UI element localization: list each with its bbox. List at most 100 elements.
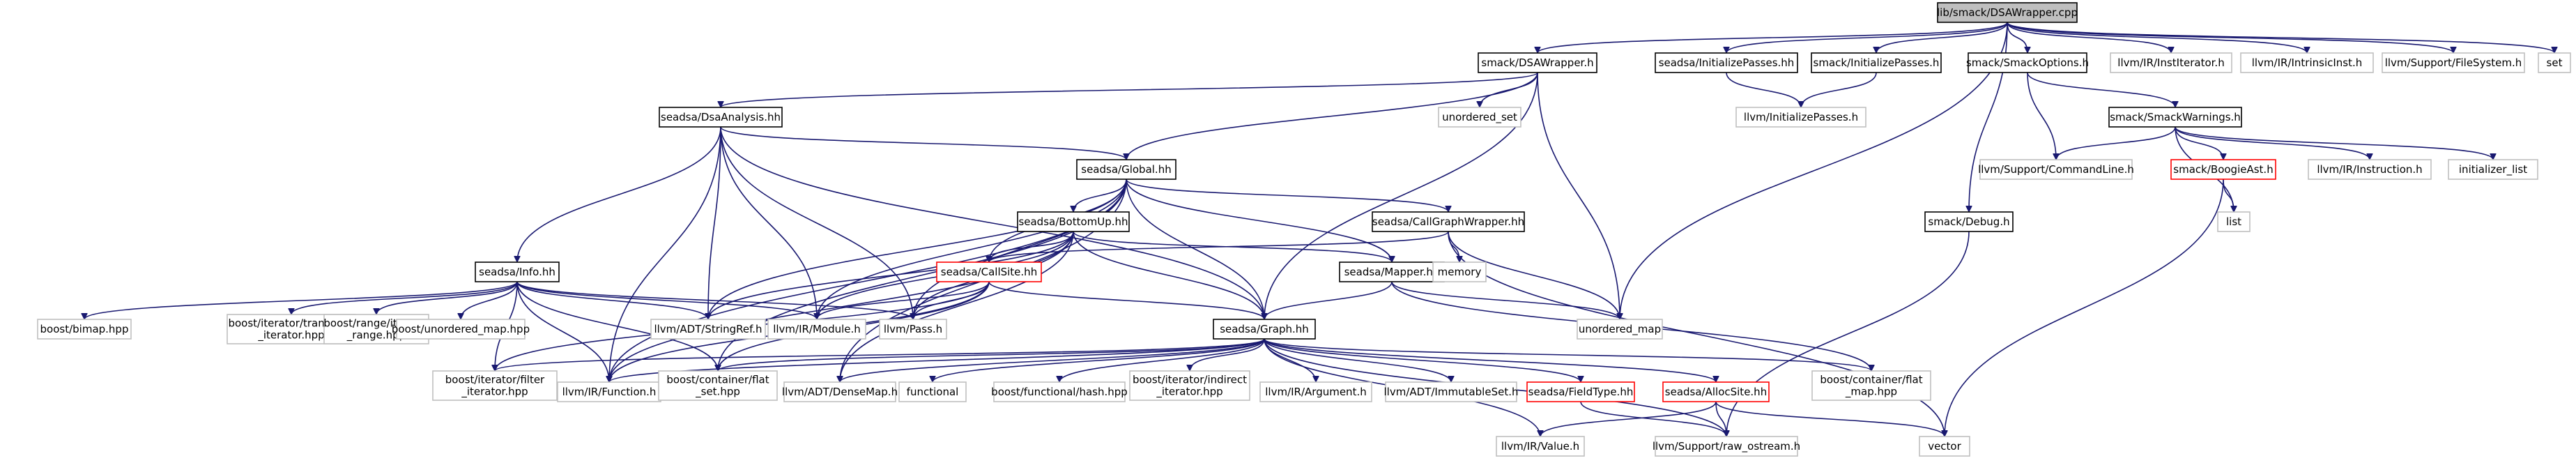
node-unordered_set[interactable]: unordered_set [1438, 107, 1521, 128]
node-box-bottomup[interactable] [1017, 211, 1130, 232]
node-callsite[interactable]: seadsa/CallSite.hh [936, 261, 1042, 282]
node-filesystem[interactable]: llvm/Support/FileSystem.h [2382, 52, 2525, 73]
node-unordered_map_hpp[interactable]: boost/unordered_map.hpp [392, 319, 530, 340]
node-box-intrinsicinst[interactable] [2240, 52, 2374, 73]
node-label-callsite-line-0: seadsa/CallSite.hh [941, 266, 1037, 278]
node-box-unordered_map[interactable] [1577, 319, 1663, 340]
node-box-memory[interactable] [1432, 261, 1487, 282]
node-box-boogieast[interactable] [2170, 159, 2276, 180]
node-box-institerator[interactable] [2110, 52, 2232, 73]
node-box-mapper[interactable] [1339, 261, 1445, 282]
node-box-root[interactable] [1937, 2, 2078, 23]
node-flat_set[interactable]: boost/container/flat_set.hpp [658, 370, 778, 401]
node-box-set[interactable] [2538, 52, 2571, 73]
node-seadsa_init[interactable]: seadsa/InitializePasses.hh [1655, 52, 1798, 73]
node-raw_ostream[interactable]: llvm/Support/raw_ostream.h [1653, 436, 1800, 457]
node-pass[interactable]: llvm/Pass.h [879, 319, 947, 340]
node-info[interactable]: seadsa/Info.hh [475, 261, 560, 282]
edge-boogieast-to-list [2223, 179, 2234, 212]
node-boogieast[interactable]: smack/BoogieAst.h [2170, 159, 2276, 180]
node-list[interactable]: list [2217, 211, 2251, 232]
node-box-callgraphwrapper[interactable] [1372, 211, 1525, 232]
node-smackwarnings[interactable]: smack/SmackWarnings.h [2108, 107, 2242, 128]
node-box-value[interactable] [1496, 436, 1585, 457]
node-bottomup[interactable]: seadsa/BottomUp.hh [1017, 211, 1130, 232]
node-box-seadsa_init[interactable] [1655, 52, 1798, 73]
node-immutableset[interactable]: llvm/ADT/ImmutableSet.h [1384, 381, 1519, 402]
node-unordered_map[interactable]: unordered_map [1577, 319, 1663, 340]
node-smack_init[interactable]: smack/InitializePasses.h [1811, 52, 1942, 73]
node-module[interactable]: llvm/IR/Module.h [767, 319, 866, 340]
node-value[interactable]: llvm/IR/Value.h [1496, 436, 1585, 457]
node-box-commandline[interactable] [1979, 159, 2133, 180]
node-hash[interactable]: boost/functional/hash.hpp [991, 381, 1128, 402]
node-box-unordered_set[interactable] [1438, 107, 1521, 128]
node-box-stringref[interactable] [650, 319, 766, 340]
node-box-module[interactable] [767, 319, 866, 340]
node-smackoptions[interactable]: smack/SmackOptions.h [1966, 52, 2089, 73]
node-box-global[interactable] [1076, 159, 1176, 180]
node-box-smackoptions[interactable] [1968, 52, 2087, 73]
node-box-info[interactable] [475, 261, 560, 282]
node-box-immutableset[interactable] [1385, 381, 1517, 402]
node-box-filesystem[interactable] [2382, 52, 2525, 73]
node-stringref[interactable]: llvm/ADT/StringRef.h [650, 319, 766, 340]
node-label-debug-line-0: smack/Debug.h [1928, 215, 2009, 228]
node-box-fieldtype[interactable] [1526, 381, 1635, 402]
node-argument[interactable]: llvm/IR/Argument.h [1259, 381, 1372, 402]
node-dsaanalysis[interactable]: seadsa/DsaAnalysis.hh [659, 107, 783, 128]
node-instruction[interactable]: llvm/IR/Instruction.h [2308, 159, 2432, 180]
node-box-bimap[interactable] [37, 319, 132, 340]
node-box-llvm_initpasses[interactable] [1735, 107, 1866, 128]
node-box-graph[interactable] [1213, 319, 1316, 340]
node-box-instruction[interactable] [2308, 159, 2432, 180]
node-global[interactable]: seadsa/Global.hh [1076, 159, 1176, 180]
node-fieldtype[interactable]: seadsa/FieldType.hh [1526, 381, 1635, 402]
node-flat_map[interactable]: boost/container/flat_map.hpp [1811, 370, 1931, 401]
node-box-pass[interactable] [879, 319, 947, 340]
node-densemap[interactable]: llvm/ADT/DenseMap.h [782, 381, 898, 402]
node-box-list[interactable] [2217, 211, 2251, 232]
node-initializer_list[interactable]: initializer_list [2448, 159, 2538, 180]
node-box-densemap[interactable] [783, 381, 896, 402]
node-box-allocsite[interactable] [1662, 381, 1770, 402]
node-box-smack_init[interactable] [1811, 52, 1942, 73]
node-box-flat_set[interactable] [658, 370, 778, 401]
node-box-callsite[interactable] [936, 261, 1042, 282]
node-functional[interactable]: functional [898, 381, 967, 402]
node-allocsite[interactable]: seadsa/AllocSite.hh [1662, 381, 1770, 402]
node-box-debug[interactable] [1924, 211, 2014, 232]
node-llvm_initpasses[interactable]: llvm/InitializePasses.h [1735, 107, 1866, 128]
node-callgraphwrapper[interactable]: seadsa/CallGraphWrapper.hh [1372, 211, 1525, 232]
node-filter_iter[interactable]: boost/iterator/filter_iterator.hpp [432, 370, 558, 401]
node-label-boogieast-line-0: smack/BoogieAst.h [2173, 163, 2273, 176]
node-box-unordered_map_hpp[interactable] [396, 319, 526, 340]
node-box-dsawrapper[interactable] [1478, 52, 1597, 73]
node-graph[interactable]: seadsa/Graph.hh [1213, 319, 1316, 340]
node-box-raw_ostream[interactable] [1655, 436, 1798, 457]
node-indirect_iter[interactable]: boost/iterator/indirect_iterator.hpp [1129, 370, 1250, 401]
node-box-smackwarnings[interactable] [2108, 107, 2242, 128]
node-vector[interactable]: vector [1919, 436, 1970, 457]
node-box-hash[interactable] [993, 381, 1126, 402]
node-box-dsaanalysis[interactable] [659, 107, 783, 128]
node-box-filter_iter[interactable] [432, 370, 558, 401]
node-box-initializer_list[interactable] [2448, 159, 2538, 180]
node-institerator[interactable]: llvm/IR/InstIterator.h [2110, 52, 2232, 73]
node-intrinsicinst[interactable]: llvm/IR/IntrinsicInst.h [2240, 52, 2374, 73]
node-bimap[interactable]: boost/bimap.hpp [37, 319, 132, 340]
node-dsawrapper[interactable]: smack/DSAWrapper.h [1478, 52, 1597, 73]
node-function[interactable]: llvm/IR/Function.h [557, 381, 661, 402]
node-debug[interactable]: smack/Debug.h [1924, 211, 2014, 232]
node-mapper[interactable]: seadsa/Mapper.hh [1339, 261, 1445, 282]
node-box-flat_map[interactable] [1811, 370, 1931, 401]
node-box-function[interactable] [557, 381, 661, 402]
node-memory[interactable]: memory [1432, 261, 1487, 282]
node-box-vector[interactable] [1919, 436, 1970, 457]
node-box-indirect_iter[interactable] [1129, 370, 1250, 401]
node-box-functional[interactable] [898, 381, 967, 402]
node-root[interactable]: lib/smack/DSAWrapper.cpp [1937, 2, 2078, 23]
node-commandline[interactable]: llvm/Support/CommandLine.h [1978, 159, 2134, 180]
node-set[interactable]: set [2538, 52, 2571, 73]
node-box-argument[interactable] [1259, 381, 1372, 402]
